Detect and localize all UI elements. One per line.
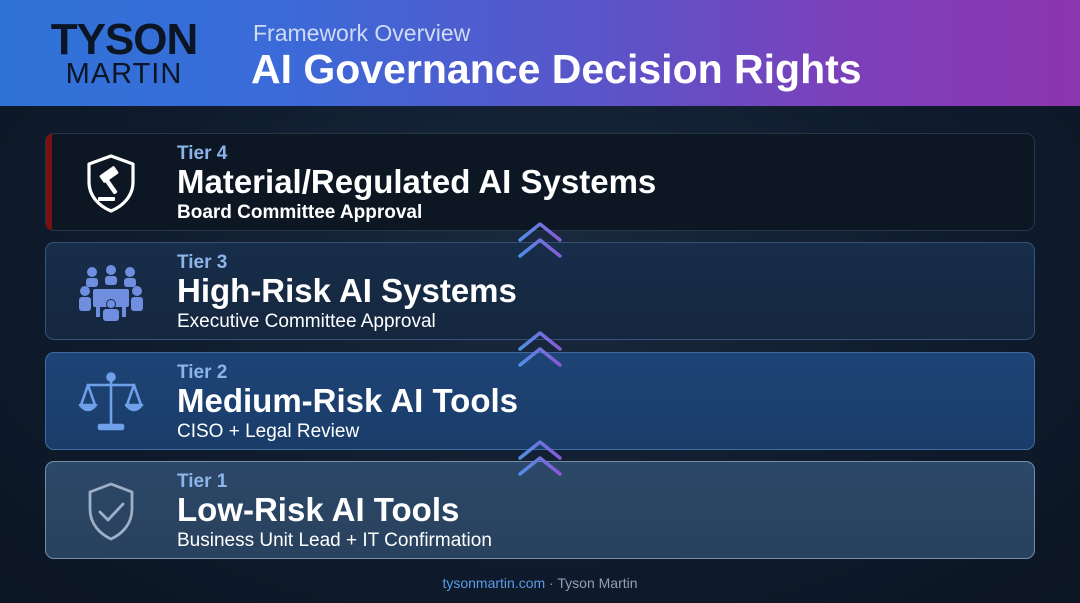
logo: TYSON MARTIN <box>44 18 204 89</box>
tier-2-card: Tier 2 Medium-Risk AI Tools CISO + Legal… <box>45 352 1035 450</box>
tier-3-card: Tier 3 High-Risk AI Systems Executive Co… <box>45 242 1035 340</box>
tier-name: Material/Regulated AI Systems <box>177 163 657 200</box>
header-banner: TYSON MARTIN Framework Overview AI Gover… <box>0 0 1080 106</box>
double-chevron-up-icon <box>518 331 562 367</box>
page-title: AI Governance Decision Rights <box>251 46 862 92</box>
tier-label: Tier 4 <box>177 143 228 164</box>
double-chevron-up-icon <box>518 222 562 258</box>
page-subtitle: Framework Overview <box>253 20 471 46</box>
tier-name: High-Risk AI Systems <box>177 272 517 309</box>
logo-line-1: TYSON <box>50 15 199 64</box>
footer-author: Tyson Martin <box>557 575 638 591</box>
shield-check-icon <box>88 482 134 541</box>
tier-4-accent-bar <box>46 134 52 230</box>
footer-website-link[interactable]: tysonmartin.com <box>442 575 546 591</box>
tier-label: Tier 3 <box>177 252 228 273</box>
tier-name: Medium-Risk AI Tools <box>177 382 519 419</box>
tier-1-card: Tier 1 Low-Risk AI Tools Business Unit L… <box>45 461 1035 559</box>
scales-icon <box>78 372 144 431</box>
tier-label: Tier 2 <box>177 362 228 383</box>
double-chevron-up-icon <box>518 440 562 476</box>
tier-name: Low-Risk AI Tools <box>177 491 460 528</box>
tier-approval: Business Unit Lead + IT Confirmation <box>177 530 492 551</box>
logo-line-2: MARTIN <box>65 58 183 90</box>
tier-approval: Executive Committee Approval <box>177 311 436 332</box>
tier-4-card: Tier 4 Material/Regulated AI Systems Boa… <box>45 133 1035 231</box>
tier-label: Tier 1 <box>177 471 228 492</box>
footer: tysonmartin.com · Tyson Martin <box>0 575 1080 591</box>
shield-gavel-icon <box>87 154 135 213</box>
tier-approval: Board Committee Approval <box>177 202 423 223</box>
footer-separator: · <box>549 575 554 591</box>
committee-meeting-icon <box>79 265 143 321</box>
tier-approval: CISO + Legal Review <box>177 421 360 442</box>
